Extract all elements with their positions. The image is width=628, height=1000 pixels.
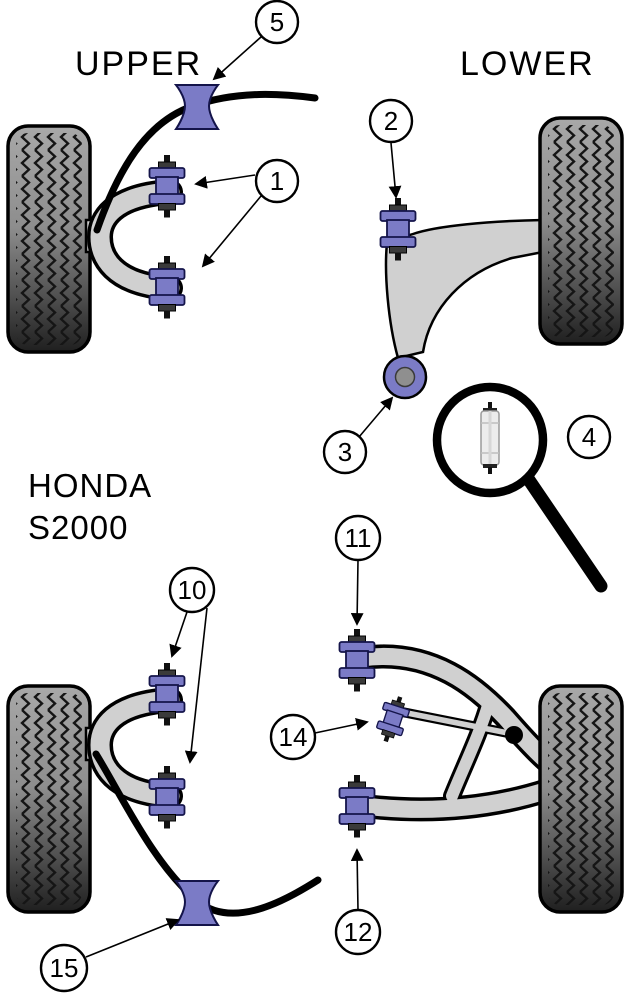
rear-upper-arm xyxy=(90,690,180,806)
callout-10: 10 xyxy=(168,566,216,614)
callout-11: 11 xyxy=(334,514,382,562)
callout-4: 4 xyxy=(566,414,612,460)
callout-4-number: 4 xyxy=(582,422,596,452)
brand-line2: S2000 xyxy=(28,509,128,546)
front-upper-arm xyxy=(90,182,180,298)
bushing-14 xyxy=(372,692,414,747)
arrow-12 xyxy=(350,848,364,911)
arrow-5 xyxy=(212,36,262,81)
callout-11-number: 11 xyxy=(345,523,372,553)
arrow-14 xyxy=(314,717,369,734)
callout-5-number: 5 xyxy=(270,7,284,37)
tire-rear-right xyxy=(538,684,624,914)
lower-label: LOWER xyxy=(460,45,595,83)
callout-15: 15 xyxy=(39,943,89,993)
callout-15-number: 15 xyxy=(50,953,79,983)
callout-arrows xyxy=(85,36,402,958)
arrow-1b xyxy=(201,195,262,268)
arrow-1a xyxy=(194,174,256,189)
callout-10-number: 10 xyxy=(178,575,207,605)
bushing-3 xyxy=(382,354,428,400)
callout-12-number: 12 xyxy=(344,917,373,947)
tire-front-left xyxy=(6,124,92,354)
callout-14: 14 xyxy=(269,713,317,761)
arrow-2 xyxy=(388,142,402,199)
front-lower-arm xyxy=(384,218,545,360)
callout-14-number: 14 xyxy=(279,722,308,752)
tire-rear-left xyxy=(6,684,92,914)
tie-rod-end xyxy=(505,726,523,744)
callout-12: 12 xyxy=(334,908,382,956)
callout-1: 1 xyxy=(254,158,300,204)
callout-2-number: 2 xyxy=(384,106,398,136)
magnifier-icon xyxy=(432,382,608,593)
arrow-11 xyxy=(350,559,364,626)
rear-lower-arm xyxy=(350,644,560,822)
arrow-3 xyxy=(358,396,394,438)
upper-label: UPPER xyxy=(75,45,202,83)
arrow-10b xyxy=(184,607,208,764)
callout-2: 2 xyxy=(368,98,414,144)
callout-3: 3 xyxy=(322,429,368,475)
tire-front-right xyxy=(538,116,624,346)
arrow-10a xyxy=(169,611,188,658)
brand-line1: HONDA xyxy=(28,467,152,504)
callout-5: 5 xyxy=(254,0,300,45)
bushing-15 xyxy=(175,880,219,926)
callout-1-number: 1 xyxy=(270,166,284,196)
callout-3-number: 3 xyxy=(338,437,352,467)
arrow-15 xyxy=(85,918,180,958)
magnified-bushing-detail xyxy=(480,402,500,474)
